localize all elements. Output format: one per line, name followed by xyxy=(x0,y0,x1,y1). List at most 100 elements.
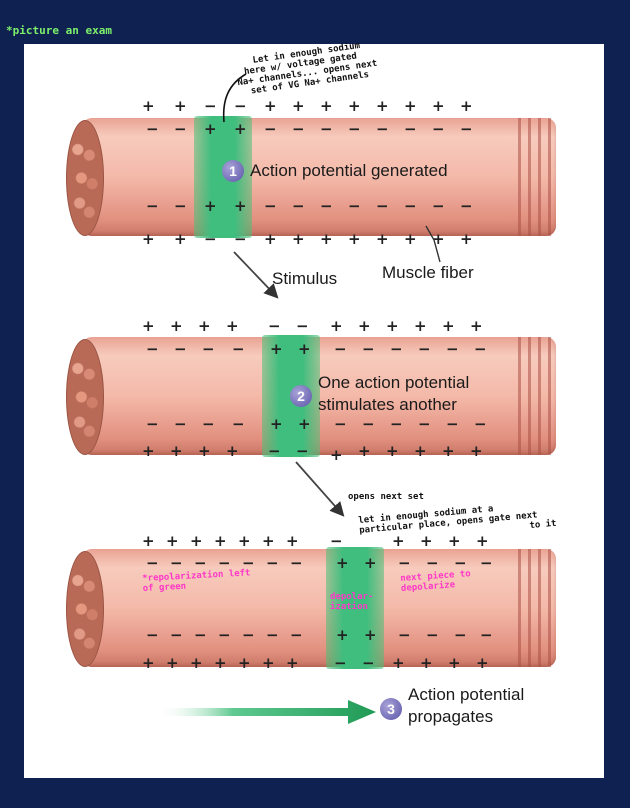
stripe xyxy=(548,337,551,455)
minus-sign: − xyxy=(218,554,231,572)
minus-sign: − xyxy=(362,654,375,672)
minus-sign: − xyxy=(174,340,187,358)
plus-sign: + xyxy=(286,532,299,550)
minus-sign: − xyxy=(204,230,217,248)
plus-sign: + xyxy=(270,340,283,358)
plus-sign: + xyxy=(420,654,433,672)
plus-sign: + xyxy=(264,230,277,248)
plus-sign: + xyxy=(376,230,389,248)
plus-sign: + xyxy=(442,317,455,335)
plus-sign: + xyxy=(170,442,183,460)
plus-sign: + xyxy=(190,532,203,550)
stripe xyxy=(538,549,541,667)
step-2-label-line-2: stimulates another xyxy=(318,395,457,414)
fiber-end-cap xyxy=(66,120,104,236)
plus-sign: + xyxy=(292,97,305,115)
minus-sign: − xyxy=(480,554,493,572)
plus-sign: + xyxy=(174,230,187,248)
note-leader-line xyxy=(222,73,247,123)
plus-sign: + xyxy=(234,197,247,215)
minus-sign: − xyxy=(202,340,215,358)
plus-sign: + xyxy=(336,554,349,572)
plus-sign: + xyxy=(214,654,227,672)
plus-sign: + xyxy=(336,626,349,644)
minus-sign: − xyxy=(320,120,333,138)
fiber-end-cap xyxy=(66,339,104,455)
plus-sign: + xyxy=(432,97,445,115)
step-3-label-line-1: Action potential xyxy=(408,685,525,704)
plus-sign: + xyxy=(198,317,211,335)
plus-sign: + xyxy=(142,654,155,672)
minus-sign: − xyxy=(362,340,375,358)
plus-sign: + xyxy=(386,442,399,460)
plus-sign: + xyxy=(292,230,305,248)
minus-sign: − xyxy=(376,120,389,138)
minus-sign: − xyxy=(398,626,411,644)
plus-sign: + xyxy=(358,442,371,460)
minus-sign: − xyxy=(432,120,445,138)
minus-sign: − xyxy=(334,654,347,672)
plus-sign: + xyxy=(448,532,461,550)
step-1-label: Action potential generated xyxy=(250,161,448,180)
plus-sign: + xyxy=(214,532,227,550)
plus-sign: + xyxy=(198,442,211,460)
minus-sign: − xyxy=(454,626,467,644)
minus-sign: − xyxy=(320,197,333,215)
plus-sign: + xyxy=(442,442,455,460)
minus-sign: − xyxy=(268,442,281,460)
note-depolarization: depolar- ization xyxy=(330,592,373,612)
fiber-body xyxy=(82,547,556,669)
minus-sign: − xyxy=(146,554,159,572)
stripe xyxy=(548,549,551,667)
minus-sign: − xyxy=(232,415,245,433)
plus-sign: + xyxy=(166,654,179,672)
minus-sign: − xyxy=(390,415,403,433)
plus-sign: + xyxy=(376,97,389,115)
step-3-label-line-2: propagates xyxy=(408,707,494,726)
diagram-arrows xyxy=(156,73,441,724)
plus-sign: + xyxy=(286,654,299,672)
plus-sign: + xyxy=(174,97,187,115)
plus-sign: + xyxy=(348,230,361,248)
minus-sign: − xyxy=(194,626,207,644)
minus-sign: − xyxy=(174,197,187,215)
plus-sign: + xyxy=(142,532,155,550)
minus-sign: − xyxy=(480,626,493,644)
stimulus-label: Stimulus xyxy=(272,269,338,288)
diagram-canvas: Let in enough sodium here w/ voltage gat… xyxy=(24,41,604,778)
minus-sign: − xyxy=(454,554,467,572)
plus-sign: + xyxy=(420,532,433,550)
plus-sign: + xyxy=(348,97,361,115)
plus-sign: + xyxy=(470,317,483,335)
minus-sign: − xyxy=(174,415,187,433)
minus-sign: − xyxy=(418,415,431,433)
minus-sign: − xyxy=(390,340,403,358)
propagation-direction-arrow xyxy=(156,700,376,724)
minus-sign: − xyxy=(446,415,459,433)
minus-sign: − xyxy=(146,120,159,138)
minus-sign: − xyxy=(242,554,255,572)
minus-sign: − xyxy=(266,626,279,644)
minus-sign: − xyxy=(234,230,247,248)
minus-sign: − xyxy=(232,340,245,358)
plus-sign: + xyxy=(364,554,377,572)
plus-sign: + xyxy=(414,442,427,460)
plus-sign: + xyxy=(238,532,251,550)
stripe xyxy=(548,118,551,236)
step-1-badge: 1 xyxy=(222,160,244,182)
minus-sign: − xyxy=(292,120,305,138)
plus-sign: + xyxy=(330,446,343,464)
minus-sign: − xyxy=(426,626,439,644)
minus-sign: − xyxy=(266,554,279,572)
plus-sign: + xyxy=(404,97,417,115)
minus-sign: − xyxy=(146,626,159,644)
minus-sign: − xyxy=(398,554,411,572)
muscle-fiber-pointer xyxy=(425,225,441,263)
plus-sign: + xyxy=(404,230,417,248)
minus-sign: − xyxy=(460,120,473,138)
plus-sign: + xyxy=(330,317,343,335)
minus-sign: − xyxy=(334,415,347,433)
stripe xyxy=(518,337,521,455)
plus-sign: + xyxy=(392,532,405,550)
step-2-badge: 2 xyxy=(290,385,312,407)
